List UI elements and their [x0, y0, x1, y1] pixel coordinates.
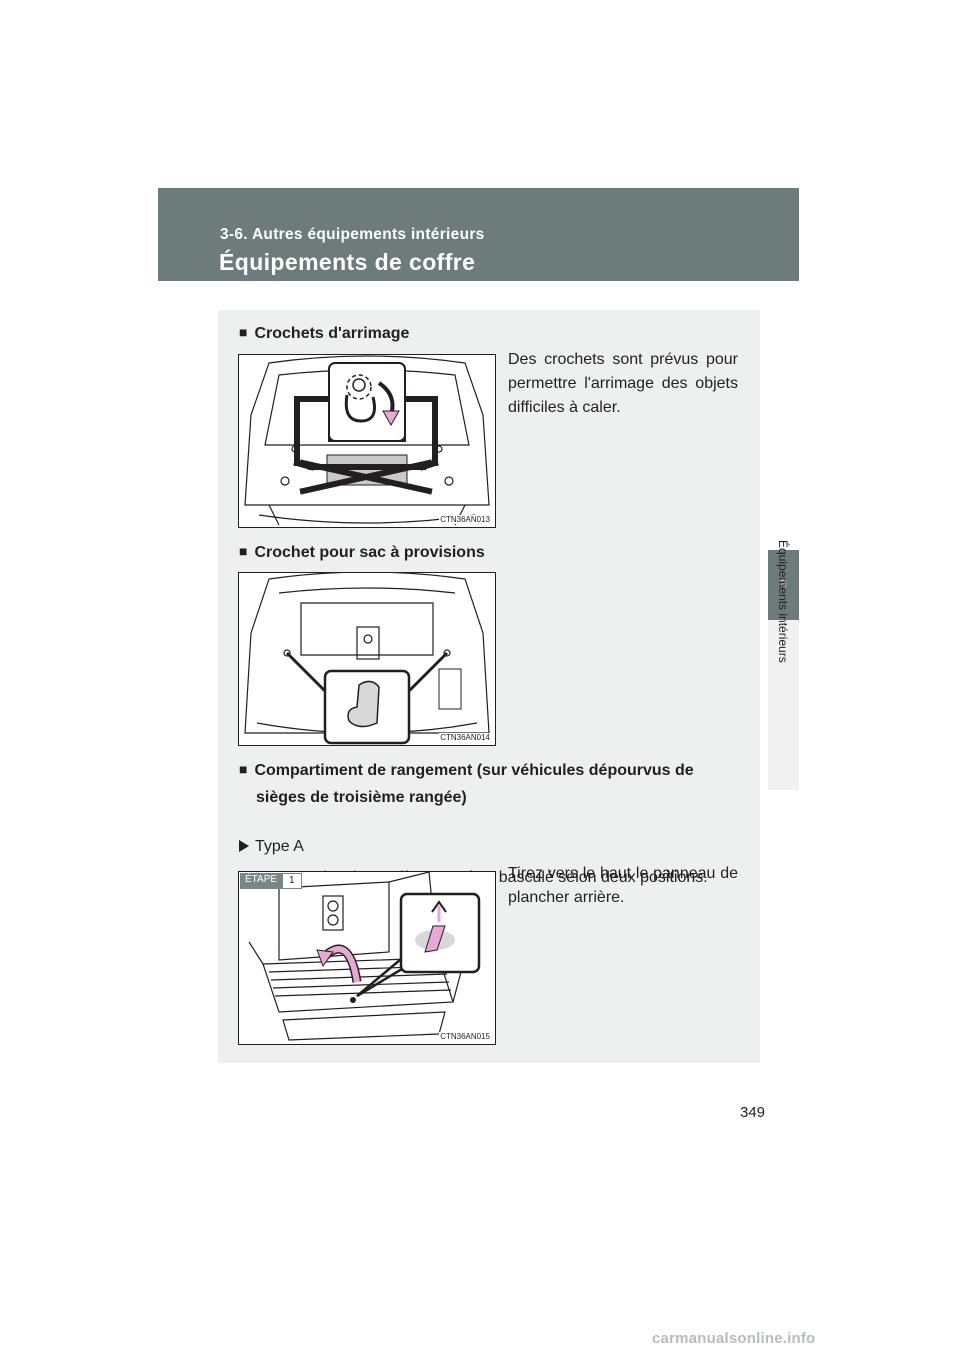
tie-down-description: Des crochets sont prévus pour permettre …: [508, 351, 738, 416]
section-label: 3-6. Autres équipements intérieurs: [220, 226, 485, 243]
figure-code: CTN36AN013: [439, 515, 491, 524]
grocery-hook-figure: CTN36AN014: [238, 572, 496, 746]
arrow-right-icon: [239, 840, 249, 852]
tie-down-heading: ■Crochets d'arrimage: [239, 319, 409, 347]
page-number: 349: [740, 1104, 766, 1121]
page-title: Équipements de coffre: [219, 249, 476, 275]
storage-step-figure: ÉTAPE 1 CTN36AN015: [238, 871, 496, 1045]
storage-heading: ■Compartiment de rangement (sur véhicule…: [239, 756, 746, 811]
chapter-rail: [768, 620, 799, 790]
trunk-grocery-hook-illustration: [244, 573, 490, 745]
figure-code: CTN36AN015: [439, 1032, 491, 1041]
chapter-title: Équipements intérieurs: [776, 540, 790, 663]
watermark[interactable]: carmanualsonline.info: [652, 1330, 816, 1347]
chapter-tab[interactable]: 3: [768, 550, 799, 620]
grocery-hook-heading: ■Crochet pour sac à provisions: [239, 538, 485, 566]
step-description: Tirez vers le haut le panneau de planche…: [508, 865, 738, 906]
square-bullet-icon: ■: [239, 324, 248, 340]
page-header: 3-6. Autres équipements intérieurs Équip…: [158, 188, 799, 281]
tie-down-figure: CTN36AN013: [238, 354, 496, 528]
step-number: 1: [282, 873, 302, 889]
square-bullet-icon: ■: [239, 761, 248, 777]
chapter-number: 3: [780, 578, 787, 590]
rear-floor-panel-illustration: [248, 872, 481, 1041]
step-label: ÉTAPE: [240, 873, 283, 889]
content-panel: ■Crochets d'arrimage: [218, 310, 760, 1063]
step-badge: ÉTAPE 1: [240, 873, 302, 889]
trunk-tie-down-illustration: [244, 355, 490, 526]
type-label: Type A: [239, 835, 304, 859]
figure-code: CTN36AN014: [439, 733, 491, 742]
square-bullet-icon: ■: [239, 543, 248, 559]
